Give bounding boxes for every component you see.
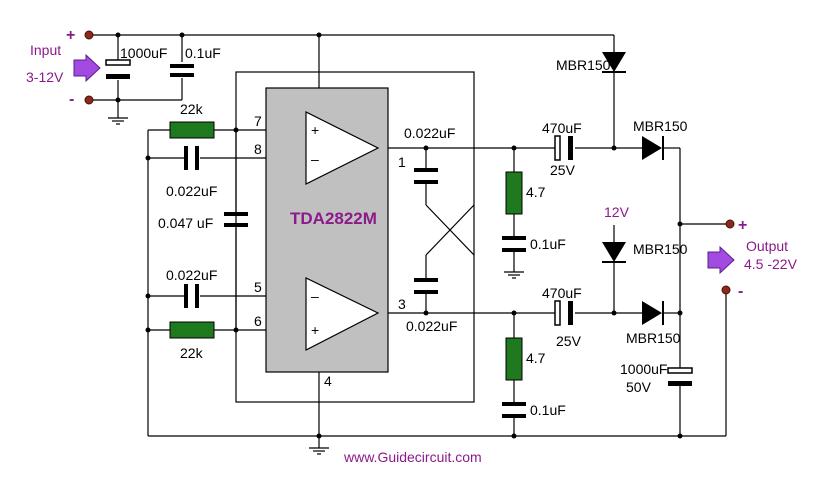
label-c-470-bottom: 470uF — [542, 285, 582, 301]
label-diode-top: MBR150 — [556, 57, 611, 73]
label-r-4-7-bottom: 4.7 — [526, 350, 546, 366]
input-minus-label: - — [69, 91, 74, 108]
resistor-4-7-top — [505, 171, 523, 215]
website-link[interactable]: www.Guidecircuit.com — [343, 449, 482, 465]
label-c-470-top: 470uF — [542, 120, 582, 136]
label-c-pin8: 0.022uF — [166, 183, 217, 199]
label-r-4-7-top: 4.7 — [526, 184, 546, 200]
input-range: 3-12V — [26, 69, 64, 85]
resistor-4-7-bottom — [505, 337, 523, 381]
label-c-in-0-1uf: 0.1uF — [185, 45, 221, 61]
label-c-out-1000uf: 1000uF — [620, 361, 667, 377]
input-arrow-icon — [73, 53, 101, 83]
input-plus-terminal[interactable] — [84, 30, 94, 40]
input-minus-terminal[interactable] — [84, 95, 94, 105]
output-plus-label: + — [738, 217, 747, 234]
wires — [90, 34, 728, 448]
terminals[interactable] — [84, 30, 735, 295]
label-diode-bottom: MBR150 — [626, 330, 681, 346]
opamp-top — [305, 111, 380, 185]
label-v-50: 50V — [626, 379, 652, 395]
label-c-pin5: 0.022uF — [166, 267, 217, 283]
label-12v: 12V — [604, 204, 630, 220]
output-label: Output — [746, 238, 788, 254]
output-minus-label: - — [738, 283, 743, 300]
pin-4: 4 — [324, 373, 332, 389]
junction-dots — [115, 32, 683, 439]
ic-chip-name: TDA2822M — [290, 209, 377, 228]
label-c-0-1-bottom: 0.1uF — [530, 402, 566, 418]
pin-3: 3 — [398, 296, 406, 312]
resistor-22k-bottom — [169, 321, 215, 339]
label-c-in-1000uf: 1000uF — [120, 45, 167, 61]
opamp-bottom — [305, 277, 380, 351]
label-diode-right: MBR150 — [633, 118, 688, 134]
pin-8: 8 — [254, 141, 262, 157]
label-c-out-bottom: 0.022uF — [406, 318, 457, 334]
label-r-22k-top: 22k — [180, 101, 204, 117]
label-c-0-1-top: 0.1uF — [530, 236, 566, 252]
label-c-out-top: 0.022uF — [404, 125, 455, 141]
capacitors — [105, 59, 693, 418]
opamp-top-plus: + — [311, 122, 319, 138]
output-arrow-icon — [707, 245, 735, 275]
resistor-22k-top — [169, 121, 215, 139]
label-v-25-top: 25V — [550, 162, 576, 178]
output-minus-terminal[interactable] — [721, 285, 731, 295]
pin-1: 1 — [398, 154, 406, 170]
opamp-bottom-minus: – — [311, 288, 319, 304]
pin-7: 7 — [254, 113, 262, 129]
label-diode-mid: MBR150 — [633, 241, 688, 257]
opamp-bottom-plus: + — [311, 322, 319, 338]
output-range: 4.5 -22V — [744, 256, 798, 272]
input-label: Input — [30, 42, 61, 58]
ground-symbols — [108, 117, 524, 455]
label-v-25-bottom: 25V — [556, 333, 582, 349]
label-r-22k-bottom: 22k — [180, 345, 204, 361]
output-plus-terminal[interactable] — [725, 219, 735, 229]
input-plus-label: + — [66, 27, 75, 44]
pin-5: 5 — [254, 279, 262, 295]
label-c-0-047: 0.047 uF — [158, 215, 213, 231]
pin-6: 6 — [254, 313, 262, 329]
diodes — [602, 52, 664, 325]
opamp-top-minus: – — [311, 151, 319, 167]
